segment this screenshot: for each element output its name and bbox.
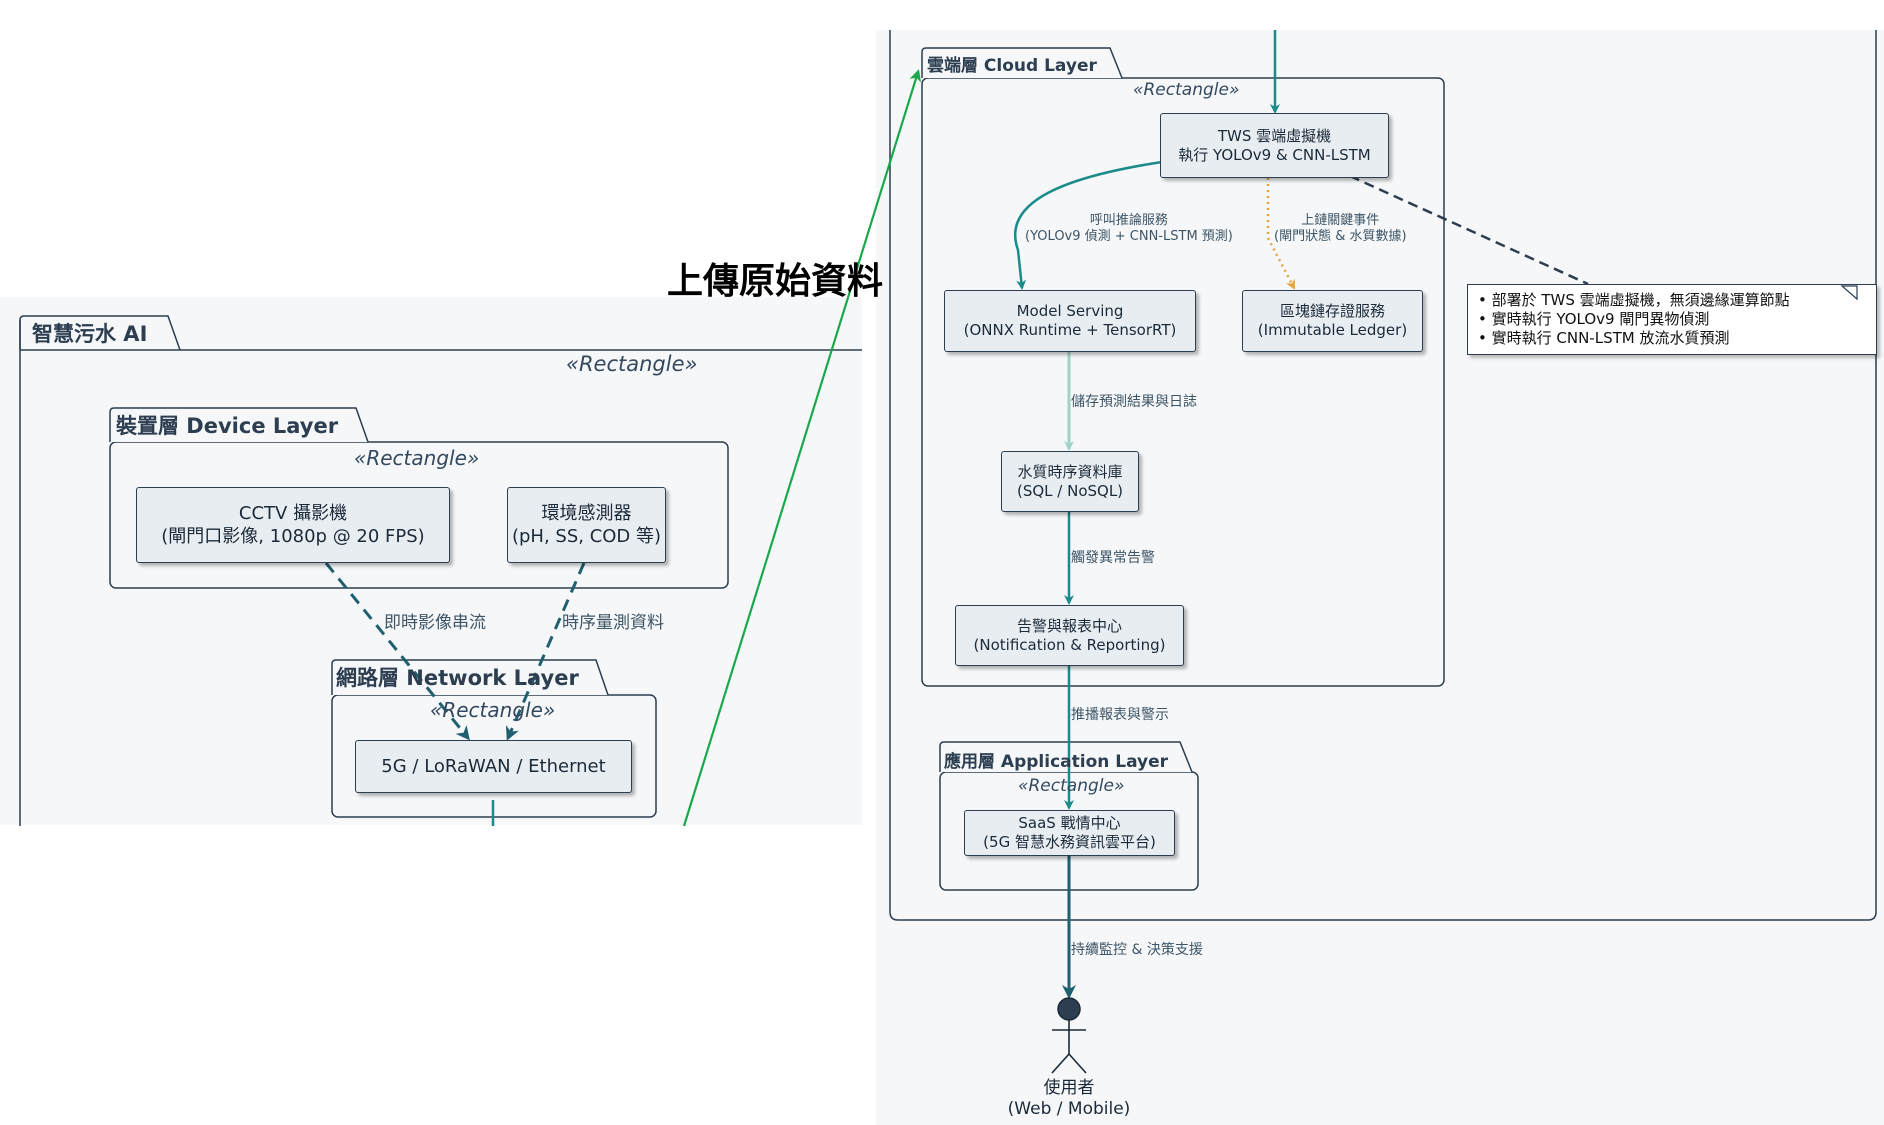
chain-line2: (閘門狀態 & 水質數據) — [1274, 229, 1407, 245]
cctv-line1: CCTV 攝影機 — [238, 503, 348, 524]
upload-raw-data-label: 上傳原始資料 — [667, 261, 884, 302]
edge-label-video: 即時影像串流 — [384, 613, 486, 633]
saas-node[interactable]: SaaS 戰情中心 (5G 智慧水務資訊雲平台) — [964, 810, 1175, 856]
ledger-node[interactable]: 區塊鏈存證服務 (Immutable Ledger) — [1242, 290, 1423, 352]
system-title: 智慧污水 AI — [32, 322, 148, 346]
network-layer-title: 網路層 Network Layer — [336, 666, 579, 690]
note-line-3: • 實時執行 CNN-LSTM 放流水質預測 — [1478, 329, 1730, 347]
cctv-camera-node[interactable]: CCTV 攝影機 (閘門口影像, 1080p @ 20 FPS) — [136, 487, 450, 563]
saas-line1: SaaS 戰情中心 — [1018, 814, 1121, 832]
deployment-note: • 部署於 TWS 雲端虛擬機，無須邊緣運算節點 • 實時執行 YOLOv9 閘… — [1467, 284, 1877, 355]
saas-line2: (5G 智慧水務資訊雲平台) — [983, 833, 1156, 851]
application-layer-title: 應用層 Application Layer — [944, 752, 1169, 772]
inference-line1: 呼叫推論服務 — [1089, 213, 1168, 228]
notification-node[interactable]: 告警與報表中心 (Notification & Reporting) — [955, 605, 1184, 666]
tws-vm-node[interactable]: TWS 雲端虛擬機 執行 YOLOv9 & CNN-LSTM — [1160, 113, 1389, 178]
edge-label-chain: 上鏈關鍵事件 (閘門狀態 & 水質數據) — [1274, 213, 1407, 246]
network-node[interactable]: 5G / LoRaWAN / Ethernet — [355, 740, 632, 793]
cloud-layer-stereotype: «Rectangle» — [1133, 80, 1240, 100]
model-serving-line2: (ONNX Runtime + TensorRT) — [963, 321, 1177, 339]
device-layer-title: 裝置層 Device Layer — [116, 414, 339, 438]
sensor-line1: 環境感測器 — [541, 503, 632, 524]
edge-label-inference: 呼叫推論服務 (YOLOv9 偵測 + CNN-LSTM 預測) — [1025, 213, 1233, 246]
note-line-1: • 部署於 TWS 雲端虛擬機，無須邊緣運算節點 — [1478, 291, 1790, 309]
ledger-line2: (Immutable Ledger) — [1257, 321, 1408, 339]
network-node-label: 5G / LoRaWAN / Ethernet — [381, 756, 606, 777]
ledger-line1: 區塊鏈存證服務 — [1279, 302, 1385, 320]
cloud-layer-title: 雲端層 Cloud Layer — [927, 56, 1097, 76]
notify-line2: (Notification & Reporting) — [973, 635, 1166, 654]
tws-line1: TWS 雲端虛擬機 — [1217, 126, 1332, 145]
inference-line2: (YOLOv9 偵測 + CNN-LSTM 預測) — [1025, 229, 1233, 245]
model-serving-node[interactable]: Model Serving (ONNX Runtime + TensorRT) — [944, 290, 1196, 352]
edge-label-sensor: 時序量測資料 — [562, 613, 664, 633]
application-layer-stereotype: «Rectangle» — [1018, 776, 1125, 796]
edge-label-alert: 觸發異常告警 — [1071, 550, 1155, 566]
edge-label-push: 推播報表與警示 — [1071, 707, 1169, 723]
network-layer-stereotype: «Rectangle» — [430, 698, 556, 722]
tws-line2: 執行 YOLOv9 & CNN-LSTM — [1178, 145, 1371, 164]
actor-line2: (Web / Mobile) — [1007, 1099, 1131, 1120]
model-serving-line1: Model Serving — [1016, 302, 1124, 320]
env-sensor-node[interactable]: 環境感測器 (pH, SS, COD 等) — [507, 487, 666, 563]
edge-label-store: 儲存預測結果與日誌 — [1071, 394, 1197, 410]
chain-line1: 上鏈關鍵事件 — [1301, 213, 1380, 228]
edge-label-monitor: 持續監控 & 決策支援 — [1071, 942, 1203, 958]
actor-line1: 使用者 — [1043, 1078, 1095, 1098]
device-layer-stereotype: «Rectangle» — [354, 446, 480, 470]
note-line-2: • 實時執行 YOLOv9 閘門異物偵測 — [1478, 310, 1710, 328]
db-line1: 水質時序資料庫 — [1017, 462, 1123, 481]
db-line2: (SQL / NoSQL) — [1016, 481, 1124, 500]
timeseries-db-node[interactable]: 水質時序資料庫 (SQL / NoSQL) — [1001, 451, 1139, 512]
actor-user[interactable]: 使用者 (Web / Mobile) — [999, 1078, 1139, 1121]
cctv-line2: (閘門口影像, 1080p @ 20 FPS) — [161, 526, 425, 547]
system-stereotype: «Rectangle» — [566, 352, 698, 376]
sensor-line2: (pH, SS, COD 等) — [511, 526, 662, 547]
notify-line1: 告警與報表中心 — [1016, 616, 1122, 635]
